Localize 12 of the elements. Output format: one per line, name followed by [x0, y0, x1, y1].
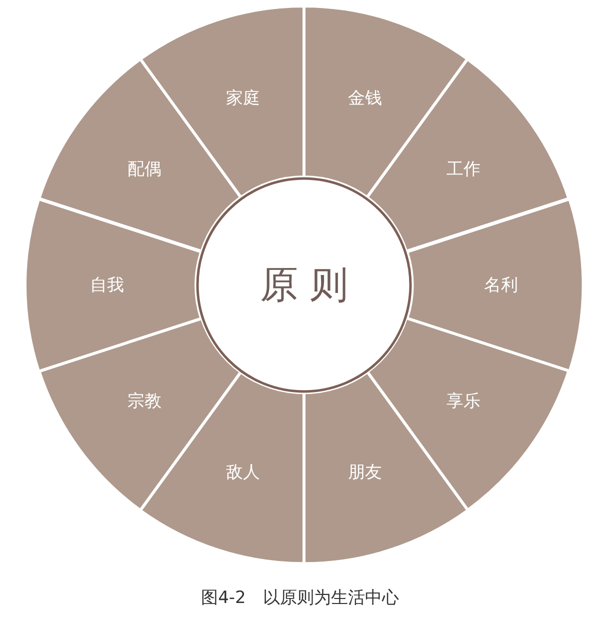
- sector-label: 家庭: [226, 87, 260, 110]
- sector-label: 宗教: [128, 390, 162, 412]
- sector-label: 名利: [484, 274, 518, 296]
- figure-caption: 图4-2 以原则为生活中心: [200, 587, 400, 609]
- sector-label: 配偶: [128, 158, 162, 181]
- sector-label: 金钱: [348, 87, 382, 110]
- sector-label: 工作: [446, 158, 480, 181]
- sector-label: 敌人: [226, 462, 260, 484]
- sector-label: 享乐: [446, 390, 480, 412]
- center-label: 原 则: [260, 262, 348, 308]
- sector-label: 自我: [90, 274, 124, 296]
- sector-label: 朋友: [348, 462, 382, 484]
